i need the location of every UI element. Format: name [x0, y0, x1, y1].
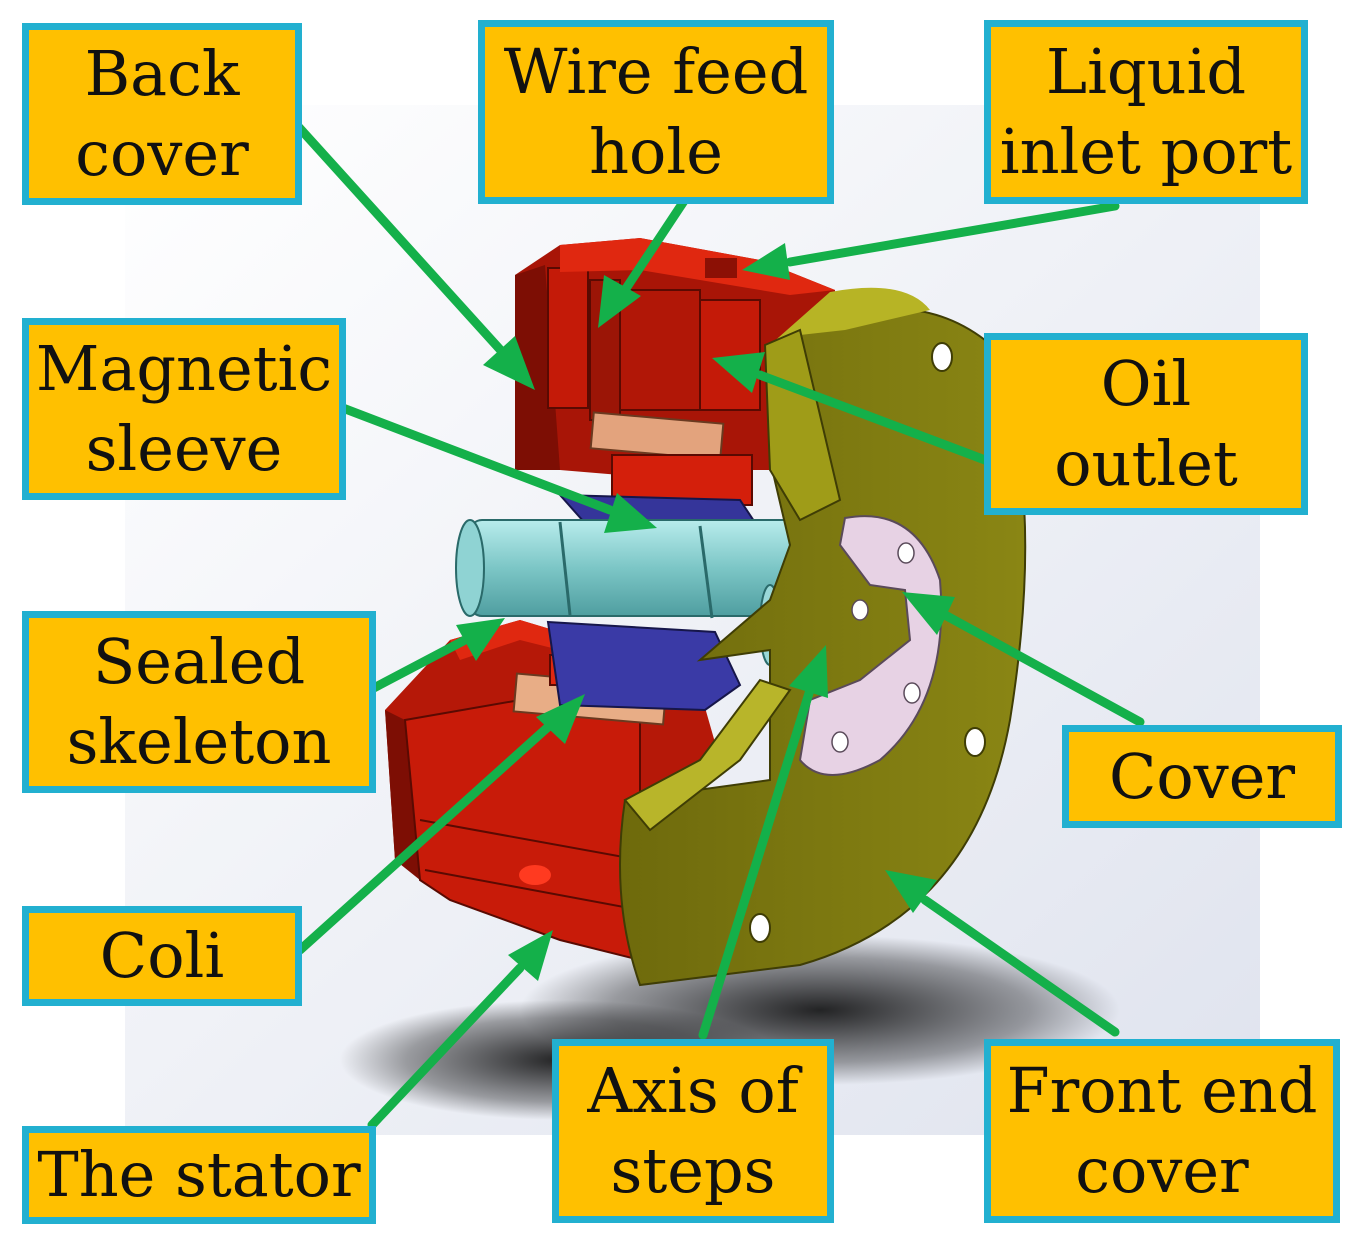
label-oil-outlet: Oil outlet — [984, 333, 1308, 515]
arrow-cover — [940, 610, 1145, 727]
arrow-coli — [295, 722, 553, 955]
label-front-end-cover: Front end cover — [984, 1039, 1340, 1223]
label-back-cover: Back cover — [22, 23, 302, 205]
arrow-the-stator — [367, 963, 525, 1130]
label-sealed-skeleton: Sealed skeleton — [22, 611, 376, 793]
leader-arrows — [290, 118, 1145, 1130]
back-cover-upper — [515, 238, 835, 475]
arrowhead-front-end-cover — [885, 870, 937, 913]
label-axis-of-steps: Axis of steps — [552, 1039, 834, 1223]
arrow-liquid-inlet-port — [785, 201, 1120, 267]
label-cover: Cover — [1062, 725, 1342, 828]
label-the-stator: The stator — [22, 1126, 376, 1224]
arrowhead-wire-feed-hole — [598, 275, 641, 328]
arrowhead-back-cover — [483, 336, 535, 390]
label-liquid-inlet-port: Liquid inlet port — [984, 20, 1308, 204]
arrowhead-oil-outlet — [712, 352, 765, 393]
arrowhead-sealed-skeleton — [456, 618, 505, 661]
arrow-wire-feed-hole — [620, 193, 691, 295]
arrow-sealed-skeleton — [365, 635, 470, 695]
label-wire-feed-hole: Wire feed hole — [478, 20, 834, 204]
arrowhead-magnetic-sleeve — [604, 493, 657, 533]
arrow-oil-outlet — [755, 370, 990, 465]
arrow-axis-of-steps — [698, 685, 815, 1040]
label-coli: Coli — [22, 906, 302, 1006]
arrowhead-the-stator — [508, 930, 553, 981]
arrow-front-end-cover — [920, 895, 1120, 1037]
magnetic-sleeve-lower — [546, 620, 742, 712]
front-end-cover-shape — [619, 287, 1027, 987]
arrowhead-axis-of-steps — [789, 645, 828, 698]
label-magnetic-sleeve: Magnetic sleeve — [22, 318, 346, 500]
arrow-magnetic-sleeve — [330, 400, 615, 515]
coil-upper — [589, 411, 725, 461]
arrowhead-coli — [536, 694, 585, 744]
arrowhead-cover — [902, 592, 955, 635]
cover-plate — [798, 515, 943, 776]
arrowhead-liquid-inlet-port — [742, 243, 790, 280]
arrow-back-cover — [290, 118, 510, 360]
